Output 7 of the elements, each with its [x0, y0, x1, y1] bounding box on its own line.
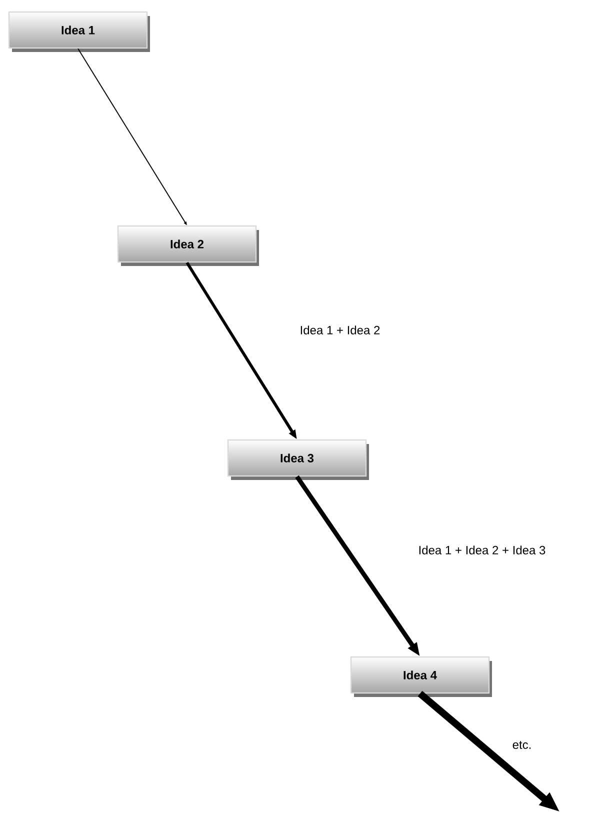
idea-box: Idea 3 [227, 439, 367, 477]
idea-box: Idea 4 [350, 656, 490, 694]
idea-box: Idea 2 [117, 225, 257, 263]
edge-label: Idea 1 + Idea 2 + Idea 3 [417, 544, 547, 556]
edge-label: etc. [511, 740, 533, 750]
edge-label: Idea 1 + Idea 2 [298, 324, 382, 336]
idea-box: Idea 1 [8, 11, 148, 49]
